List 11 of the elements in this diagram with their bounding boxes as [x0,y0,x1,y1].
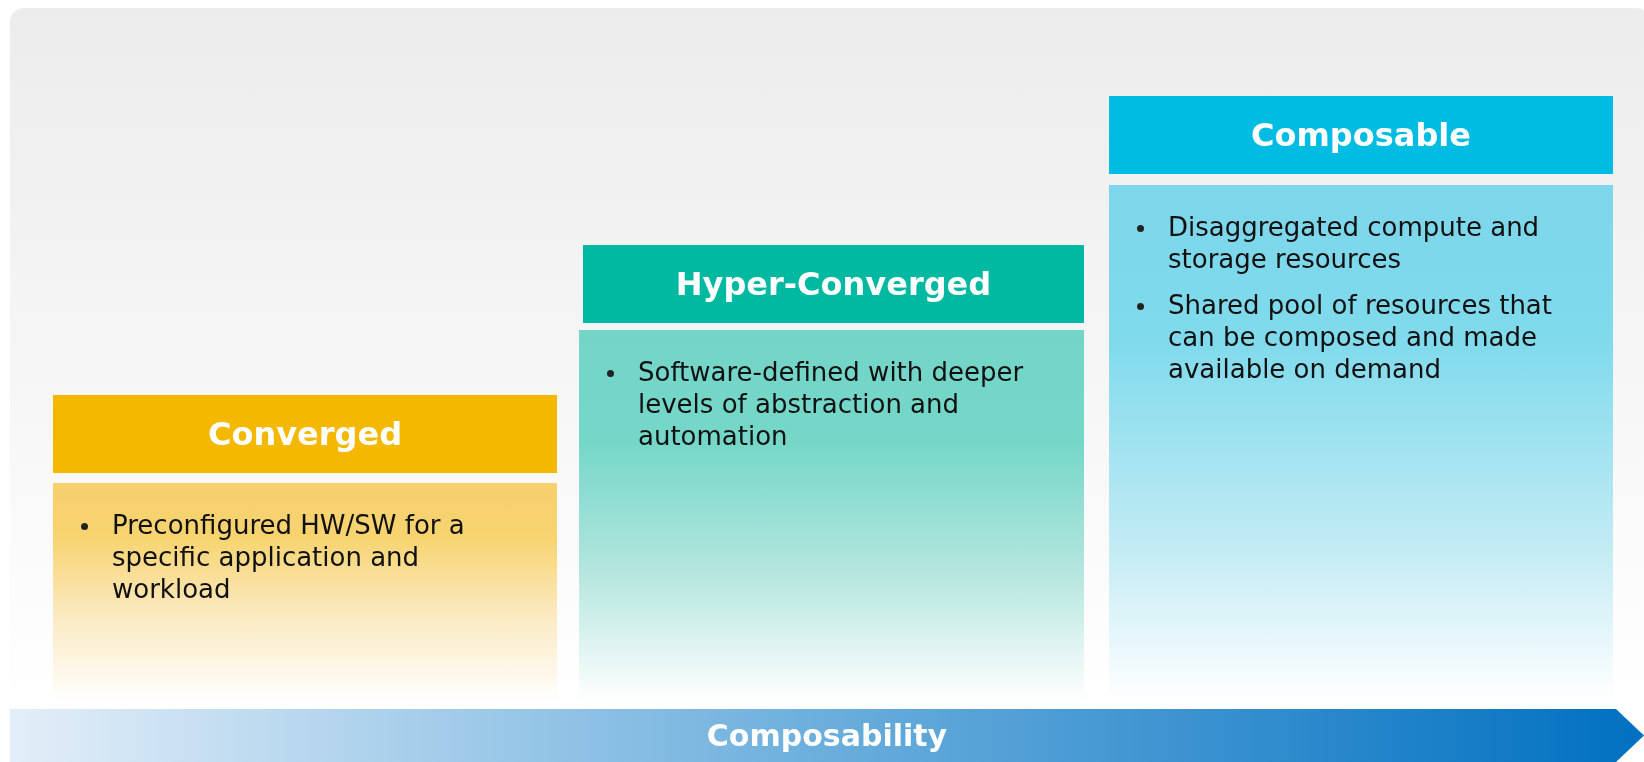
stage-title: Hyper-Converged [675,264,992,305]
stage-title: Composable [1251,115,1471,156]
stage-header [1109,96,1613,174]
bullet-text: Preconfigured HW/SW for a specific application and workload [112,509,466,605]
stage-title: Converged [207,414,403,455]
stage-header [53,395,557,473]
bullet-text: Disaggregated compute and storage resources [1168,211,1541,275]
axis-label: Composability [706,717,948,755]
bullet-text: Shared pool of resources that can be composed and made available on demand [1168,289,1553,385]
bullet-text: Software-defined with deeper levels of abstraction and automation [638,356,1025,452]
stage-header [583,245,1084,323]
